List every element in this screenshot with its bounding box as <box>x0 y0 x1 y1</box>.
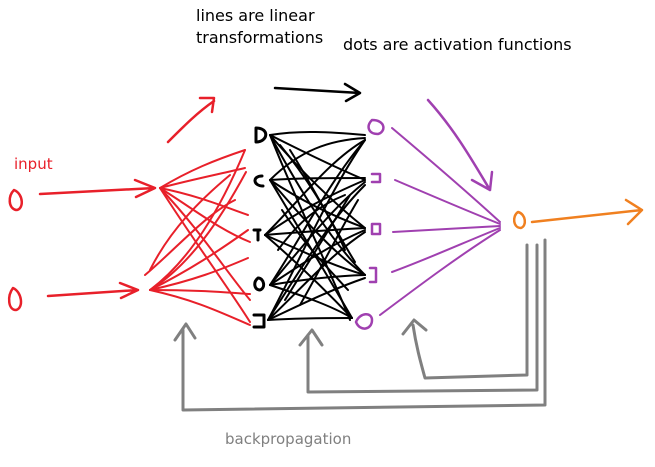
output-group <box>512 198 644 230</box>
input-label: input <box>14 155 53 173</box>
activation-node <box>367 118 385 136</box>
linear-transformations-note: lines are linear transformations <box>196 6 324 47</box>
hidden-connections <box>264 130 366 321</box>
hidden-node <box>253 276 266 292</box>
top-arrow <box>273 82 362 103</box>
backprop-path-middle <box>298 243 539 394</box>
weights-group <box>252 82 366 329</box>
input-arrow-bottom <box>46 281 140 300</box>
backprop-group <box>173 238 547 412</box>
activation-connections <box>379 127 501 316</box>
activation-node <box>370 172 382 184</box>
backprop-path-inner <box>401 243 529 380</box>
output-arrow <box>530 198 644 226</box>
hidden-node <box>252 313 266 329</box>
input-to-hidden-connections <box>144 149 251 326</box>
backpropagation-label: backpropagation <box>225 430 352 448</box>
hidden-node <box>253 174 265 188</box>
output-node <box>512 210 527 230</box>
activation-arrow <box>426 98 494 192</box>
input-node-bottom <box>7 286 23 312</box>
input-arrow-top <box>38 178 157 199</box>
hidden-node <box>252 228 262 242</box>
input-node-top <box>8 188 23 212</box>
up-arrow <box>166 96 216 144</box>
activation-group <box>354 98 501 330</box>
hidden-node <box>254 126 268 144</box>
hidden-nodes <box>252 126 268 329</box>
activation-functions-note: dots are activation functions <box>343 35 572 54</box>
input-layer-group <box>7 96 251 326</box>
activation-node <box>354 313 374 330</box>
backprop-path-outer <box>173 238 547 412</box>
activation-node <box>368 266 378 284</box>
activation-node <box>370 222 382 236</box>
